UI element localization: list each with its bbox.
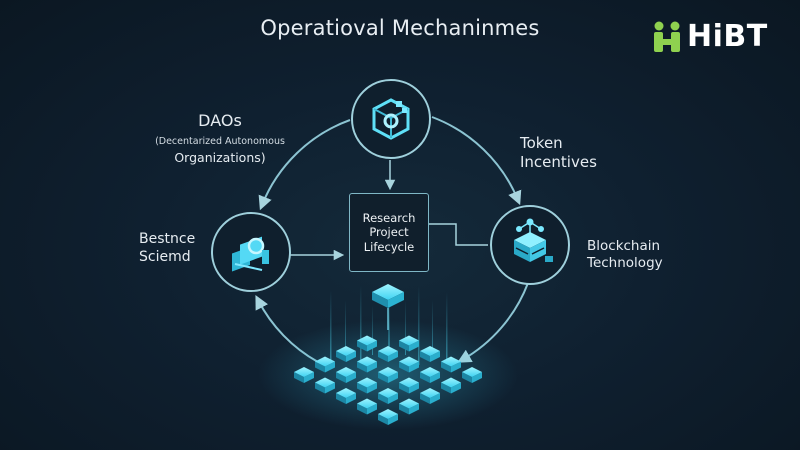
center-box-line1: Research [362,210,416,225]
hibt-logo-icon [654,21,680,52]
center-box-line2: Project [369,225,409,240]
connector-center-to-right [429,223,488,246]
label-daos: DAOs (Decentarized Autonomous Organizati… [120,111,320,166]
platform-tile [441,356,461,373]
platform-tile [315,377,335,394]
platform-tile [357,398,377,415]
platform-tile [336,346,356,362]
platform-tile [420,367,440,383]
gear-cube-icon [372,98,410,140]
platform-tile [378,367,398,383]
platform-tile [378,409,398,425]
label-daos-subtitle-2: Organizations) [174,149,266,165]
label-daos-subtitle: (Decentarized Autonomous [155,136,285,147]
ring-arc-top-left [258,119,351,211]
center-box-line3: Lifecycle [363,239,415,254]
platform-tile [420,388,440,404]
light-beams [330,285,448,365]
tokens-stack-icon [232,236,269,272]
platform-tile [399,398,419,415]
label-blockchain-line2: Technology [587,254,663,271]
platform-tile [357,356,377,373]
logo-text: HiBT [687,19,768,54]
page-title: Operatioval Mechaninmes [260,16,540,40]
platform-tile [462,367,482,383]
platform-tile [336,388,356,404]
label-blockchain-line1: Blockchain [587,238,661,254]
logo: HiBT [650,20,768,54]
platform-tile [357,377,377,394]
label-bestnce-line2: Sciemd [139,248,191,265]
label-bestnce-sciemd: Bestnce Sciemd [139,231,195,266]
research-project-box[interactable]: Research Project Lifecycle [349,193,429,272]
node-right[interactable] [490,205,570,285]
platform-tile [399,356,419,373]
ring-arc-top-right [431,116,522,206]
platform-tile [399,377,419,394]
platform-tile [420,346,440,362]
label-bestnce-line1: Bestnce [139,231,196,247]
platform-tile [378,346,398,362]
platform-tile [315,356,335,373]
floating-cube [372,284,404,330]
label-blockchain-technology: Blockchain Technology [587,238,663,272]
server-network-icon [514,218,553,262]
platform-tile [336,367,356,383]
label-token-line1: Token [520,134,563,152]
platform-tile [441,377,461,394]
label-daos-title: DAOs [198,111,242,130]
platform-tile [357,335,377,352]
platform-tile [294,367,314,383]
tile-platform [294,335,482,425]
node-left[interactable] [211,212,291,292]
node-top[interactable] [351,79,431,159]
label-token-line2: Incentives [520,152,597,171]
platform-tile [378,388,398,404]
platform-tile [399,335,419,352]
label-token-incentives: Token Incentives [520,134,597,172]
